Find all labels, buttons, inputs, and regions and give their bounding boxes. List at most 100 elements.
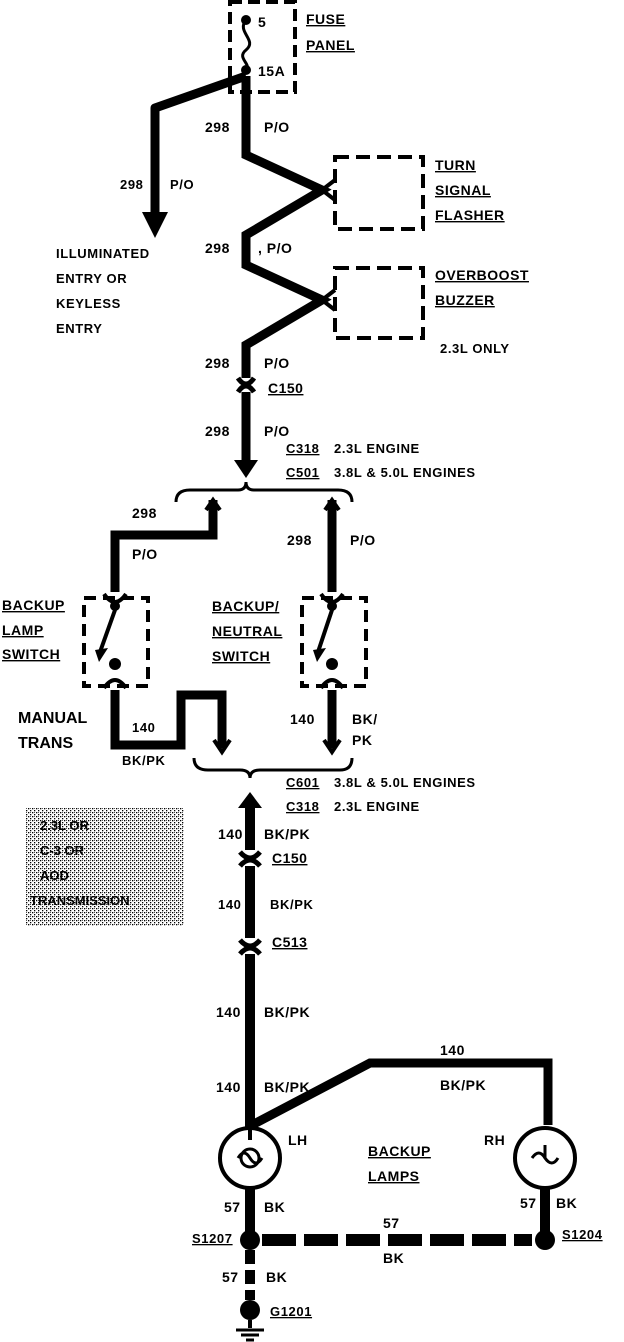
transmission-note-3: AOD: [40, 868, 69, 883]
illuminated-entry-label-2: ENTRY OR: [56, 271, 127, 286]
lh-backup-lamp: [218, 1126, 282, 1190]
wire-label-298: 298: [205, 355, 230, 371]
wire-label-298: 298: [132, 505, 157, 521]
connector-c150-label: C150: [268, 380, 303, 396]
wire-140-switch-outputs: [110, 690, 342, 756]
connector-c318-lower-label: C318: [286, 799, 319, 814]
wire-label-140: 140: [216, 1004, 241, 1020]
turn-signal-label-2: SIGNAL: [435, 182, 491, 198]
illuminated-entry-label-1: ILLUMINATED: [56, 246, 150, 261]
rh-backup-lamp: [513, 1126, 577, 1190]
backup-lamp-switch-label-2: LAMP: [2, 622, 44, 638]
wire-label-57: 57: [222, 1269, 239, 1285]
connector-c501-note: 3.8L & 5.0L ENGINES: [334, 465, 476, 480]
transmission-note-box: [26, 808, 184, 926]
fuse-panel-title-2: PANEL: [306, 37, 355, 53]
wire-label-pk: PK: [352, 732, 372, 748]
manual-trans-label-2: TRANS: [18, 735, 73, 752]
wire-label-bk: BK: [266, 1269, 287, 1285]
wire-label-bk: BK: [264, 1199, 285, 1215]
illuminated-entry-label-3: KEYLESS: [56, 296, 121, 311]
wire-label-bkpk: BK/PK: [264, 1079, 310, 1095]
backup-lamps-title-1: BACKUP: [368, 1143, 431, 1159]
wire-label-po: P/O: [350, 532, 376, 548]
transmission-note-4: TRANSMISSION: [30, 893, 130, 908]
wire-label-57: 57: [520, 1195, 537, 1211]
lower-brace: [192, 757, 354, 779]
wire-label-298: 298: [205, 240, 230, 256]
fuse-rating: 15A: [258, 63, 285, 79]
wire-label-bk: BK: [383, 1250, 404, 1266]
transmission-note-1: 2.3L OR: [40, 818, 90, 833]
wire-label-140: 140: [218, 826, 243, 842]
connector-c318-note: 2.3L ENGINE: [334, 441, 420, 456]
overboost-note: 2.3L ONLY: [440, 341, 510, 356]
wire-label-bkpk: BK/PK: [264, 1004, 310, 1020]
wire-label-298: 298: [287, 532, 312, 548]
connector-c318-lower-note: 2.3L ENGINE: [334, 799, 420, 814]
connector-c318-label: C318: [286, 441, 319, 456]
wire-label-po: , P/O: [258, 240, 292, 256]
ground-g1201-label: G1201: [270, 1304, 312, 1319]
wire-label-bkpk: BK/PK: [264, 826, 310, 842]
wire-298-main-trunk: [234, 76, 332, 478]
backup-lamp-switch-label-3: SWITCH: [2, 646, 60, 662]
connector-c150-lower-label: C150: [272, 850, 307, 866]
connector-c513-label: C513: [272, 934, 307, 950]
rh-lamp-label: RH: [484, 1132, 505, 1148]
overboost-label-2: BUZZER: [435, 292, 495, 308]
splice-s1204: [535, 1230, 555, 1250]
splice-s1207: [240, 1230, 260, 1250]
wire-label-po: P/O: [264, 119, 290, 135]
backup-lamp-switch-label-1: BACKUP: [2, 597, 65, 613]
connector-c601-note: 3.8L & 5.0L ENGINES: [334, 775, 476, 790]
wire-140-trunk: [238, 792, 553, 1140]
wire-label-140: 140: [290, 711, 315, 727]
backup-neutral-switch-label-1: BACKUP/: [212, 598, 279, 614]
transmission-note-2: C-3 OR: [40, 843, 85, 858]
wire-label-bk: BK: [556, 1195, 577, 1211]
wire-57-ground: [245, 1188, 550, 1300]
manual-trans-label-1: MANUAL: [18, 710, 88, 727]
wire-label-po: P/O: [132, 546, 158, 562]
backup-lamps-title-2: LAMPS: [368, 1168, 420, 1184]
wire-label-298: 298: [120, 177, 144, 192]
wire-label-po: P/O: [170, 177, 194, 192]
backup-neutral-switch-label-2: NEUTRAL: [212, 623, 282, 639]
wire-label-bk: BK/: [352, 711, 378, 727]
wire-label-po: P/O: [264, 423, 290, 439]
wire-label-po: P/O: [264, 355, 290, 371]
wire-label-140: 140: [132, 720, 156, 735]
connector-c601-label: C601: [286, 775, 319, 790]
wire-label-140: 140: [218, 897, 242, 912]
fuse-panel-title-1: FUSE: [306, 11, 345, 27]
turn-signal-label-1: TURN: [435, 157, 476, 173]
lh-lamp-label: LH: [288, 1132, 308, 1148]
wire-label-bkpk: BK/PK: [270, 897, 313, 912]
wire-label-57: 57: [224, 1199, 241, 1215]
connector-c501-label: C501: [286, 465, 319, 480]
wire-label-298: 298: [205, 423, 230, 439]
wire-label-298: 298: [205, 119, 230, 135]
overboost-label-1: OVERBOOST: [435, 267, 529, 283]
turn-signal-flasher: [320, 155, 425, 231]
wire-label-bkpk: BK/PK: [122, 753, 165, 768]
upper-brace: [174, 481, 354, 503]
wire-label-140: 140: [440, 1042, 465, 1058]
backup-neutral-switch: [300, 592, 368, 690]
splice-s1204-label: S1204: [562, 1227, 603, 1242]
overboost-buzzer: [320, 266, 425, 340]
ground-g1201: [236, 1300, 264, 1342]
wire-label-bkpk: BK/PK: [440, 1077, 486, 1093]
backup-neutral-switch-label-3: SWITCH: [212, 648, 270, 664]
splice-s1207-label: S1207: [192, 1231, 233, 1246]
fuse-number: 5: [258, 14, 266, 30]
turn-signal-label-3: FLASHER: [435, 207, 505, 223]
illuminated-entry-label-4: ENTRY: [56, 321, 103, 336]
backup-lamp-switch: [82, 592, 150, 690]
wire-298-branches: [110, 496, 341, 592]
wire-label-57: 57: [383, 1215, 400, 1231]
wire-298-illuminated-entry: [142, 71, 248, 238]
wire-label-140: 140: [216, 1079, 241, 1095]
